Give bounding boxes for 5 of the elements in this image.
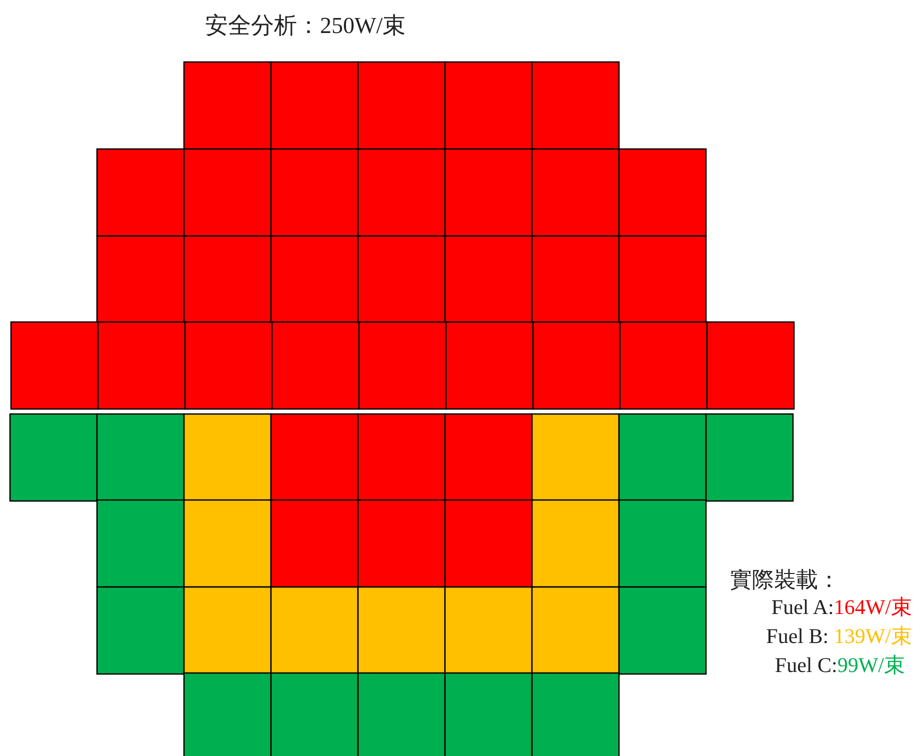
chart-title: 安全分析：250W/束 — [205, 12, 406, 40]
legend-entry: Fuel A:164W/束 — [771, 594, 912, 621]
legend-entry: Fuel C:99W/束 — [774, 652, 905, 679]
legend-entry: Fuel B: 139W/束 — [766, 623, 912, 650]
legend-heading: 實際裝載： — [730, 566, 840, 594]
